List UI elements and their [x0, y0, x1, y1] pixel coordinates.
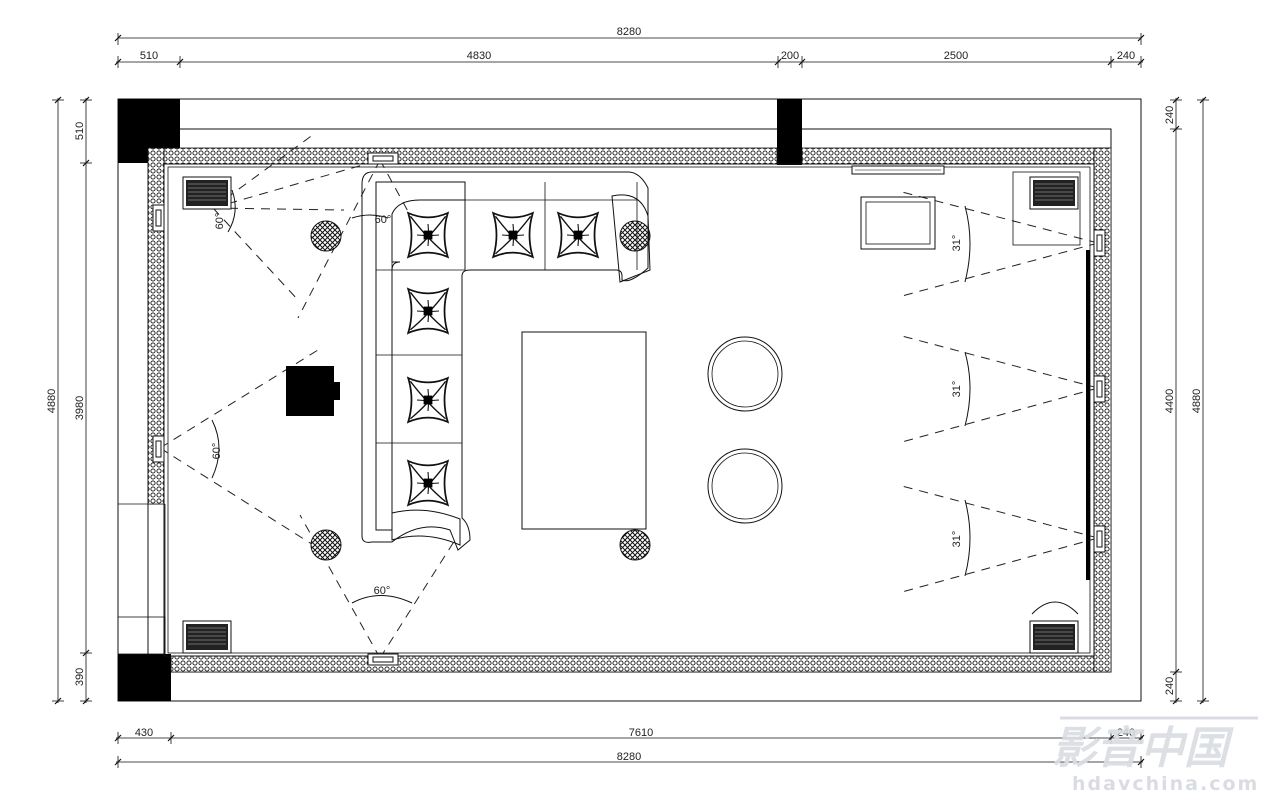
angle-label-left-wall: 60°	[211, 443, 223, 460]
dimension-top: 8280 510 4830 200 2500 240	[114, 26, 1145, 68]
projector-icon	[860, 196, 936, 250]
dim-left-seg-1: 510	[74, 122, 86, 140]
dim-top-seg-2: 4830	[467, 50, 491, 62]
round-stool	[707, 336, 783, 412]
angle-label-right-middle: 31°	[951, 381, 963, 398]
dim-top-seg-4: 2500	[944, 50, 968, 62]
angle-label-bottom: 60°	[374, 585, 391, 597]
dim-bottom-total: 8280	[617, 751, 641, 763]
speaker-icon	[1012, 171, 1081, 246]
dim-left-outer: 4880	[46, 389, 58, 413]
dimension-left: 4880 510 3980 390	[46, 96, 92, 705]
angle-label-sofa-corner: 60°	[375, 214, 392, 226]
round-stool	[707, 448, 783, 524]
sectional-sofa	[361, 171, 651, 551]
subwoofer-icon	[1029, 601, 1079, 654]
armchair-icon	[407, 212, 449, 258]
armchair-icon	[557, 212, 599, 258]
armchair-icon	[407, 288, 449, 334]
angle-label-right-bottom: 31°	[951, 531, 963, 548]
armchair-icon	[407, 460, 449, 506]
dim-bottom-seg-2: 7610	[629, 727, 653, 739]
dim-right-seg-1: 240	[1164, 106, 1176, 124]
dim-bottom-seg-1: 430	[135, 727, 153, 739]
dim-left-seg-2: 3980	[74, 396, 86, 420]
watermark-url: hdavchina.com	[1072, 773, 1259, 795]
wall-speaker-icon	[152, 152, 1106, 666]
subwoofer-icon	[182, 620, 232, 654]
coffee-table	[521, 331, 647, 530]
dim-right-outer: 4880	[1191, 389, 1203, 413]
speaker-icon	[182, 176, 232, 210]
dim-right-seg-2: 240	[1164, 677, 1176, 695]
room-walls	[117, 98, 1142, 702]
ceiling-speaker-icon	[619, 220, 651, 252]
media-box	[286, 366, 340, 416]
dim-top-seg-3: 200	[781, 50, 799, 62]
acoustic-panels	[147, 147, 1112, 673]
angle-arcs	[211, 189, 971, 604]
armchair-icon	[492, 212, 534, 258]
dim-bottom-seg-3: 240	[1117, 727, 1135, 739]
dim-top-total: 8280	[617, 26, 641, 38]
armchair-icon	[407, 377, 449, 423]
ceiling-speaker-icon	[310, 529, 342, 561]
dim-left-seg-3: 390	[74, 668, 86, 686]
ceiling-speaker-icon	[619, 529, 651, 561]
dim-right-inner: 4400	[1164, 389, 1176, 413]
dimension-bottom: 430 7610 240 8280	[114, 727, 1145, 768]
dimension-right: 240 4400 240 4880	[1164, 96, 1209, 705]
watermark-logo: 影音中国	[1052, 723, 1234, 774]
ceiling-speaker-icon	[310, 220, 342, 252]
angle-label-top-left: 60°	[214, 213, 226, 230]
dim-top-seg-1: 510	[140, 50, 158, 62]
dim-top-seg-5: 240	[1117, 50, 1135, 62]
watermark: 影音中国 hdavchina.com	[1052, 716, 1259, 795]
angle-label-right-top: 31°	[951, 235, 963, 252]
